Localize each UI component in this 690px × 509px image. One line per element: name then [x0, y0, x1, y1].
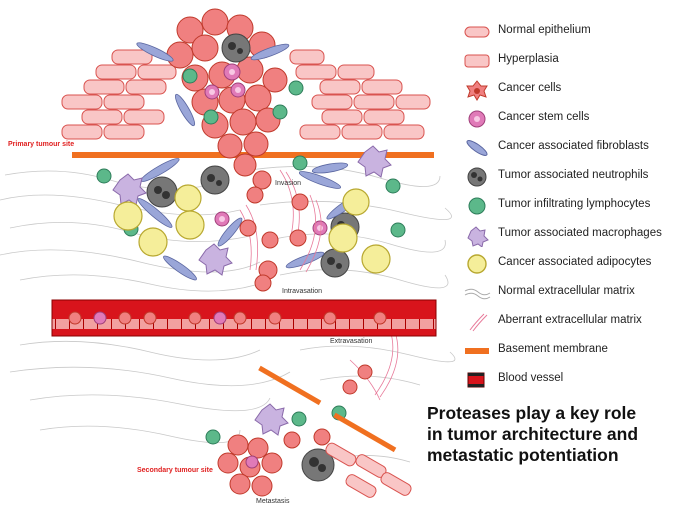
legend-label: Normal epithelium	[498, 24, 591, 36]
legend-item-lymphocytes: Tumor infiltrating lymphocytes	[462, 194, 687, 218]
normal-epithelium	[61, 49, 431, 140]
legend-label: Cancer associated adipocytes	[498, 256, 652, 268]
legend-item-neutrophils: Tumor associated neutrophils	[462, 165, 687, 189]
primary-site-label: Primary tumour site	[8, 141, 75, 148]
caption-line-3: metastatic potentiation	[427, 445, 619, 465]
invasion-label: Invasion	[275, 180, 302, 187]
legend-label: Cancer cells	[498, 82, 562, 94]
legend-label: Aberrant extracellular matrix	[498, 314, 642, 326]
legend-item-fibroblasts: Cancer associated fibroblasts	[462, 136, 687, 160]
legend-item-macrophages: Tumor associated macrophages	[462, 223, 687, 247]
primary-tumor-mass	[166, 8, 288, 190]
secondary-basement-membrane-2	[333, 412, 397, 453]
legend-item-cancer-cells: Cancer cells	[462, 78, 687, 102]
macrophage-icon	[467, 226, 489, 247]
intravasation-label: Intravasation	[282, 288, 323, 295]
legend-item-aberrant-ecm: Aberrant extracellular matrix	[462, 310, 687, 334]
legend-item-cancer-stem-cells: Cancer stem cells	[462, 107, 687, 131]
adipocytes	[113, 184, 391, 274]
legend-item-normal-epithelium: Normal epithelium	[462, 20, 687, 44]
normal-epithelium-icon	[464, 26, 490, 38]
tumor-diagram	[0, 8, 456, 498]
lymphocyte-icon	[468, 197, 486, 215]
legend-item-normal-ecm: Normal extracellular matrix	[462, 281, 687, 305]
legend-item-basement-membrane: Basement membrane	[462, 339, 687, 363]
vessel-cells	[68, 311, 387, 325]
blood-vessel-icon	[467, 372, 485, 388]
caption: Proteases play a key role in tumor archi…	[427, 403, 687, 466]
secondary-basement-membrane-1	[258, 365, 322, 406]
legend-item-adipocytes: Cancer associated adipocytes	[462, 252, 687, 276]
extravasation-label: Extravasation	[330, 338, 373, 345]
basement-membrane-icon	[465, 348, 489, 354]
legend-item-blood-vessel: Blood vessel	[462, 368, 687, 392]
secondary-epithelium	[325, 442, 412, 498]
cancer-stem-cell-icon	[468, 110, 486, 128]
primary-stem-cells	[204, 63, 328, 236]
aberrant-ecm-icon	[469, 313, 488, 332]
legend-label: Tumor associated macrophages	[498, 227, 662, 239]
cancer-cell-icon	[466, 80, 488, 101]
hyperplasia-icon	[464, 54, 490, 68]
caption-line-2: in tumor architecture and	[427, 424, 639, 444]
legend-label: Normal extracellular matrix	[498, 285, 635, 297]
metastasis-label: Metastasis	[256, 498, 290, 505]
legend-label: Cancer associated fibroblasts	[498, 140, 649, 152]
legend-label: Cancer stem cells	[498, 111, 590, 123]
fibroblast-icon	[466, 140, 488, 156]
legend-label: Blood vessel	[498, 372, 564, 384]
legend-label: Tumor infiltrating lymphocytes	[498, 198, 651, 210]
adipocyte-icon	[467, 254, 487, 274]
legend-label: Basement membrane	[498, 343, 608, 355]
legend-item-hyperplasia: Hyperplasia	[462, 49, 687, 73]
legend-label: Tumor associated neutrophils	[498, 169, 649, 181]
secondary-site-label: Secondary tumour site	[137, 467, 213, 474]
caption-line-1: Proteases play a key role	[427, 403, 637, 423]
normal-ecm-icon	[464, 288, 491, 300]
legend-label: Hyperplasia	[498, 53, 559, 65]
macrophages	[112, 145, 392, 436]
neutrophil-icon	[467, 167, 487, 187]
